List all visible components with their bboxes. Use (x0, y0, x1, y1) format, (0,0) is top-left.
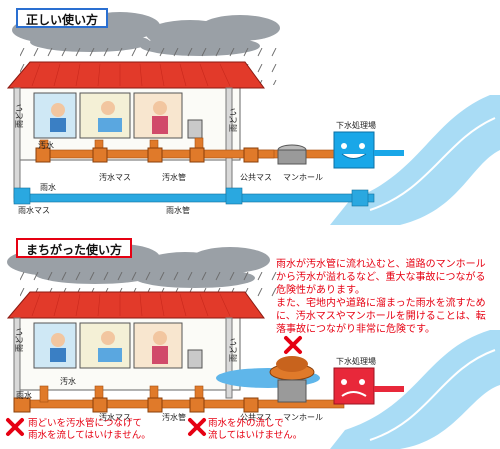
label-public-box-2: 公共マス (240, 413, 272, 422)
x-mark-gutter (6, 418, 24, 436)
label-rainwater-2: 雨水 (16, 390, 32, 400)
x-mark-sink (188, 418, 206, 436)
label-sewage-box-2: 汚水マス (99, 412, 131, 422)
treatment-plant (333, 131, 375, 169)
label-public-box: 公共マス (240, 173, 272, 182)
label-sewage-2: 汚水 (60, 376, 76, 386)
label-rain-gutter-left: 雨どい (15, 104, 24, 128)
label-rainwater-box: 雨水マス (18, 205, 50, 215)
wrong-scene (6, 244, 500, 449)
labels-bottom: 雨どい 雨どい 汚水 雨水 汚水マス 汚水管 公共マス マンホール 下水処理場 (15, 328, 376, 422)
rain-pipes (13, 187, 375, 207)
label-rain-gutter-right-2: 雨どい (229, 338, 238, 362)
label-treatment-plant: 下水処理場 (336, 120, 376, 130)
warning-note: 雨水が汚水管に流れ込むと、道路のマンホールから汚水が溢れるなど、重大な事故につな… (276, 259, 486, 335)
label-sewage-pipe-2: 汚水管 (162, 412, 186, 422)
rain-gutter-right (225, 87, 233, 199)
river (330, 95, 500, 225)
roof-2 (6, 291, 265, 319)
title-wrong: まちがった使い方 (16, 238, 133, 258)
label-rain-gutter-right: 雨どい (229, 108, 238, 132)
river-2 (330, 330, 500, 449)
label-rainwater-pipe: 雨水管 (166, 205, 190, 215)
label-treatment-plant-2: 下水処理場 (336, 356, 376, 366)
label-rain-gutter-left-2: 雨どい (15, 328, 24, 352)
roof (6, 61, 265, 89)
label-sewage: 汚水 (38, 140, 54, 150)
treatment-plant-wrong (333, 367, 375, 405)
label-sewage-pipe: 汚水管 (162, 172, 186, 182)
label-manhole: マンホール (283, 173, 323, 182)
label-sewage-box-1: 汚水マス (99, 172, 131, 182)
mistake-note-sink: 雨水を外の流しで 流してはいけません。 (208, 418, 303, 441)
title-correct: 正しい使い方 (16, 8, 109, 28)
sewage-boxes (35, 147, 259, 163)
outdoor-sink (187, 119, 203, 139)
correct-scene (6, 12, 500, 225)
label-manhole-2: マンホール (283, 413, 323, 422)
labels-top: 雨どい 雨どい 汚水 汚水マス 汚水管 公共マス マンホール 下水処理場 雨水 … (15, 104, 376, 215)
label-rainwater: 雨水 (40, 182, 56, 192)
x-mark-manhole (284, 336, 302, 354)
mistake-note-gutter: 雨どいを汚水管につなげて 雨水を流してはいけません。 (28, 418, 151, 441)
